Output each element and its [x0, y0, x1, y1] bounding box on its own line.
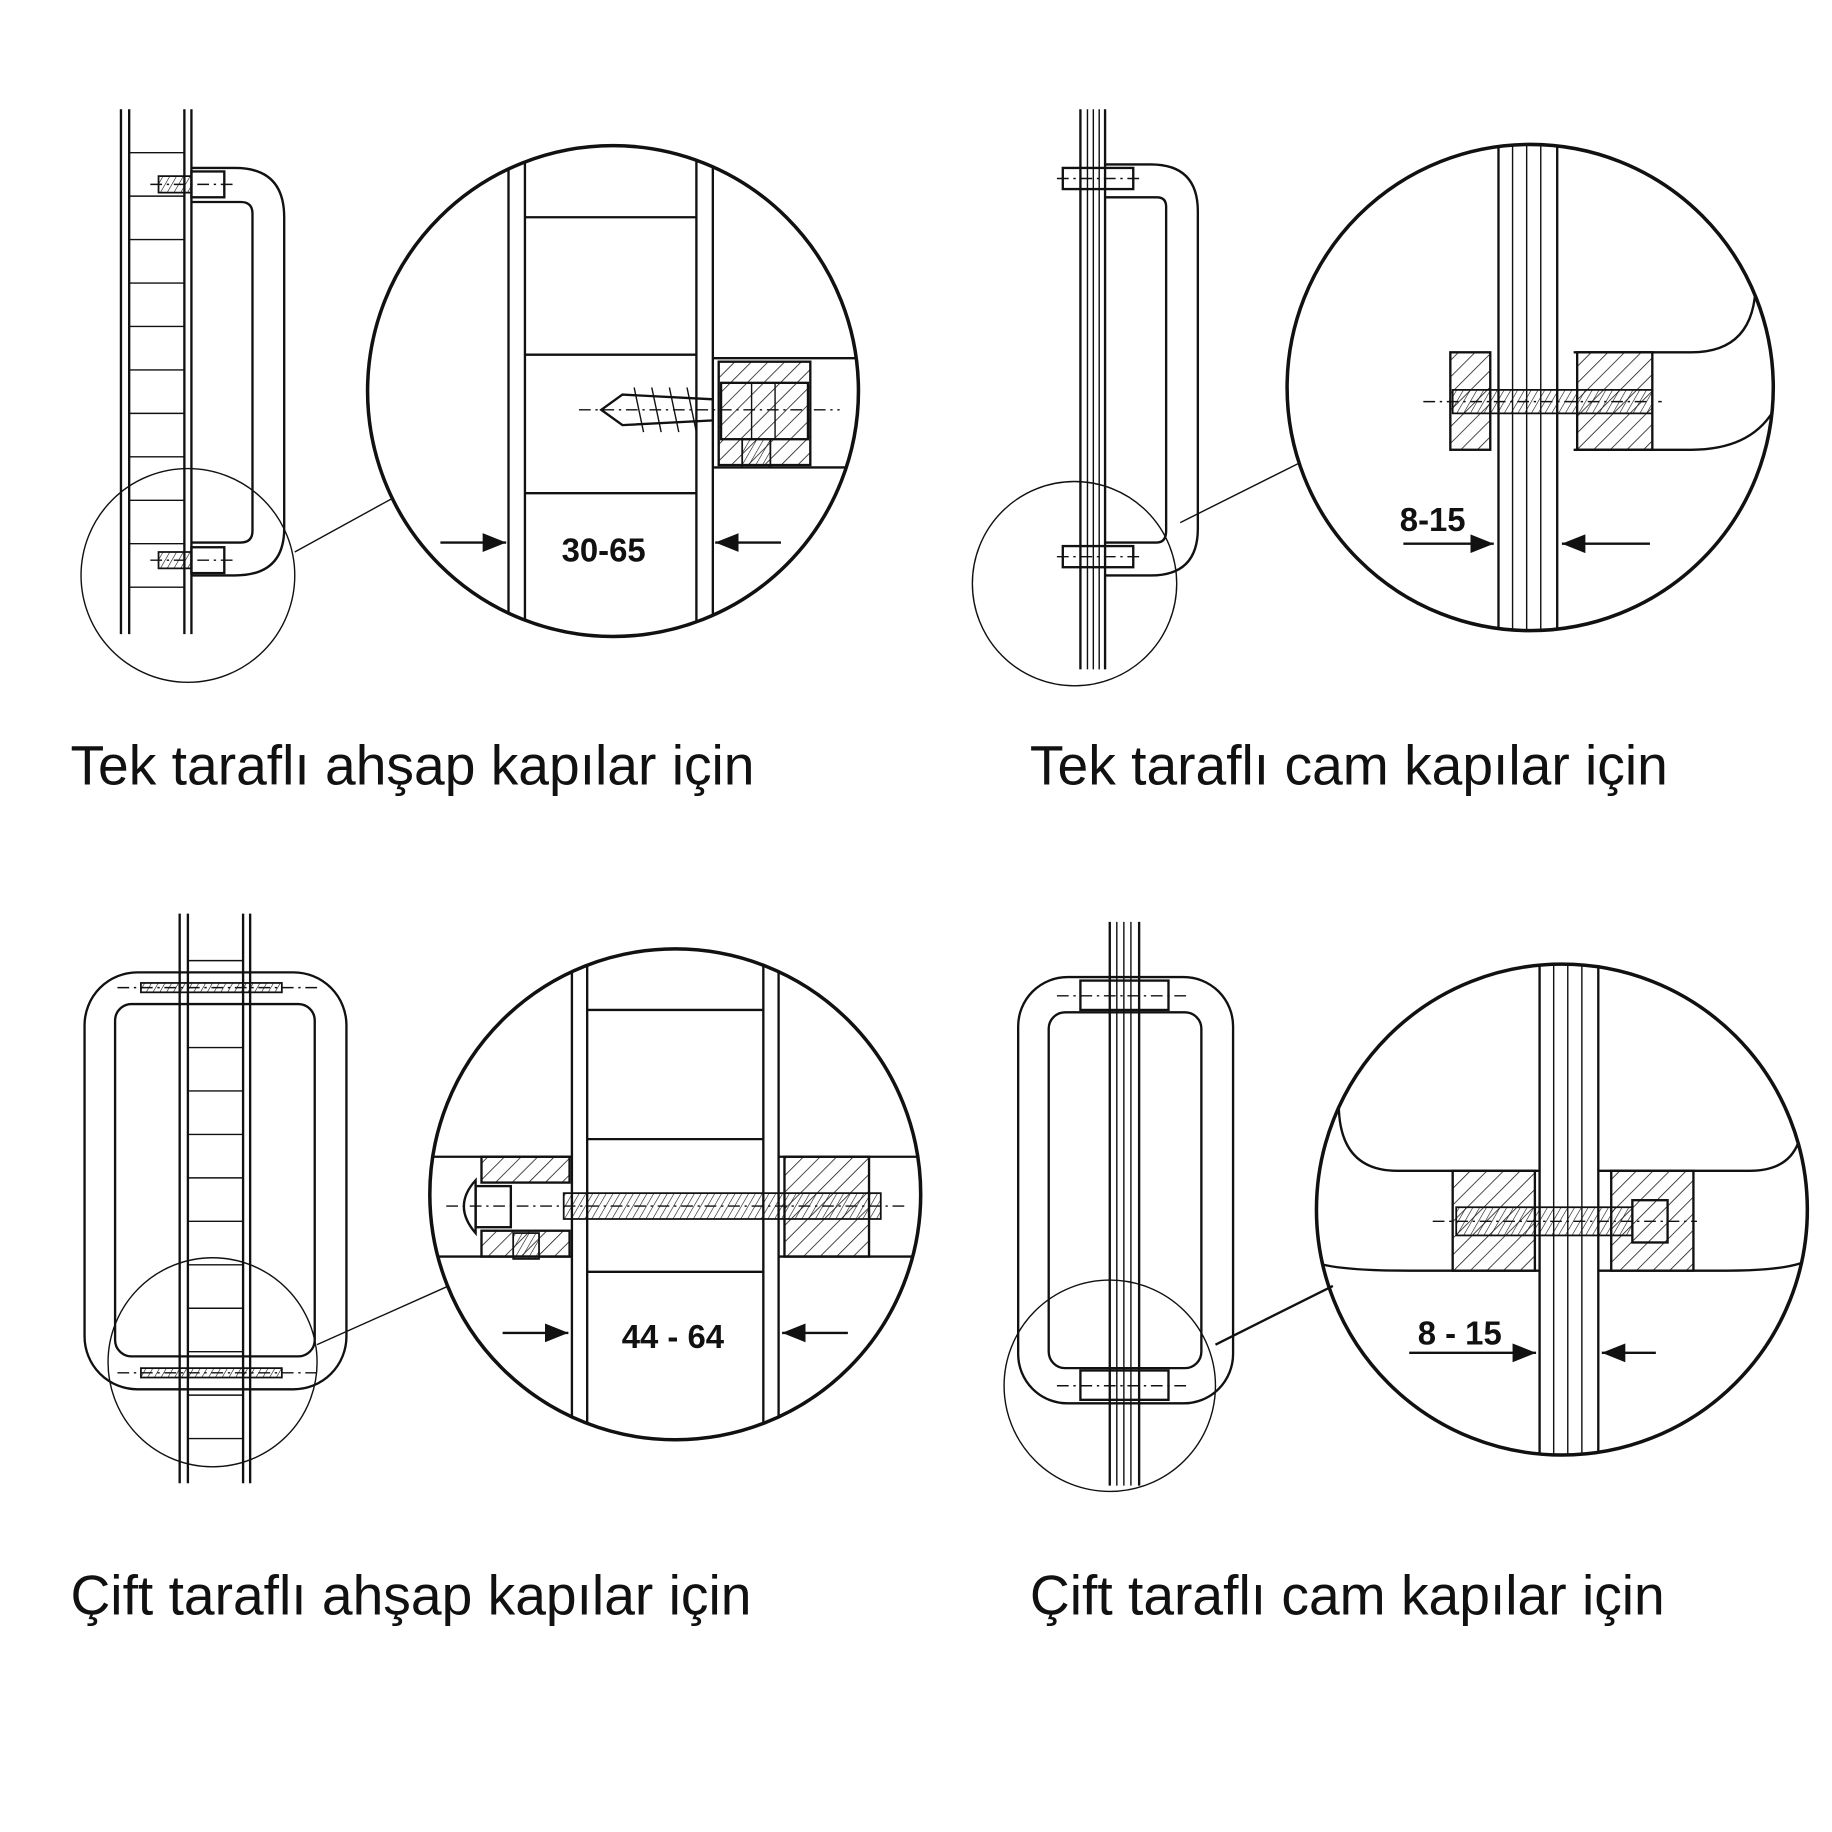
detail-circle	[428, 947, 923, 1442]
handle	[191, 166, 286, 577]
screw-top	[150, 170, 235, 199]
glass-door-section	[1079, 109, 1107, 670]
wood-door-section	[178, 913, 252, 1484]
leader-line	[294, 498, 392, 553]
detail-marker-circle	[1003, 1279, 1217, 1493]
handle-inner	[113, 1002, 316, 1358]
screw-bottom	[150, 546, 235, 575]
detail-circle	[365, 143, 861, 639]
leader-line	[1179, 463, 1298, 524]
dimension-label: 8-15	[1400, 501, 1466, 538]
panel-double-glass-door: 8 - 15 Çift taraflı cam kapılar için	[1003, 921, 1810, 1627]
dimension-label: 8 - 15	[1418, 1315, 1502, 1352]
dimension-label: 30-65	[562, 531, 646, 568]
leader-line	[1214, 1284, 1334, 1346]
panel-single-glass-door: 8-15 Tek taraflı cam kapılar için	[971, 109, 1776, 796]
detail-view	[507, 145, 859, 637]
detail-marker-circle	[971, 480, 1178, 687]
detail-view	[429, 948, 921, 1440]
glass-door-section	[1108, 921, 1141, 1486]
detail-view	[1423, 144, 1774, 631]
detail-marker-circle	[107, 1257, 318, 1468]
detail-view	[1316, 964, 1808, 1456]
detail-marker-circle	[80, 467, 296, 684]
panel-single-wood-door: 30-65 Tek taraflı ahşap kapılar için	[70, 109, 861, 796]
handle	[1105, 163, 1200, 577]
handle-outer	[83, 971, 348, 1391]
detail-circle	[1314, 962, 1810, 1457]
panel-title: Tek taraflı ahşap kapılar için	[70, 734, 754, 796]
panel-title: Çift taraflı ahşap kapılar için	[70, 1565, 751, 1627]
leader-line	[316, 1285, 449, 1346]
panel-title: Çift taraflı cam kapılar için	[1030, 1565, 1665, 1627]
handle-outer	[1016, 975, 1235, 1405]
panel-double-wood-door: 44 - 64 Çift taraflı ahşap kapılar için	[70, 913, 923, 1627]
panel-title: Tek taraflı cam kapılar için	[1030, 734, 1668, 796]
dimension-label: 44 - 64	[622, 1318, 725, 1355]
detail-circle	[1285, 142, 1776, 633]
handle-inner	[1047, 1011, 1203, 1370]
